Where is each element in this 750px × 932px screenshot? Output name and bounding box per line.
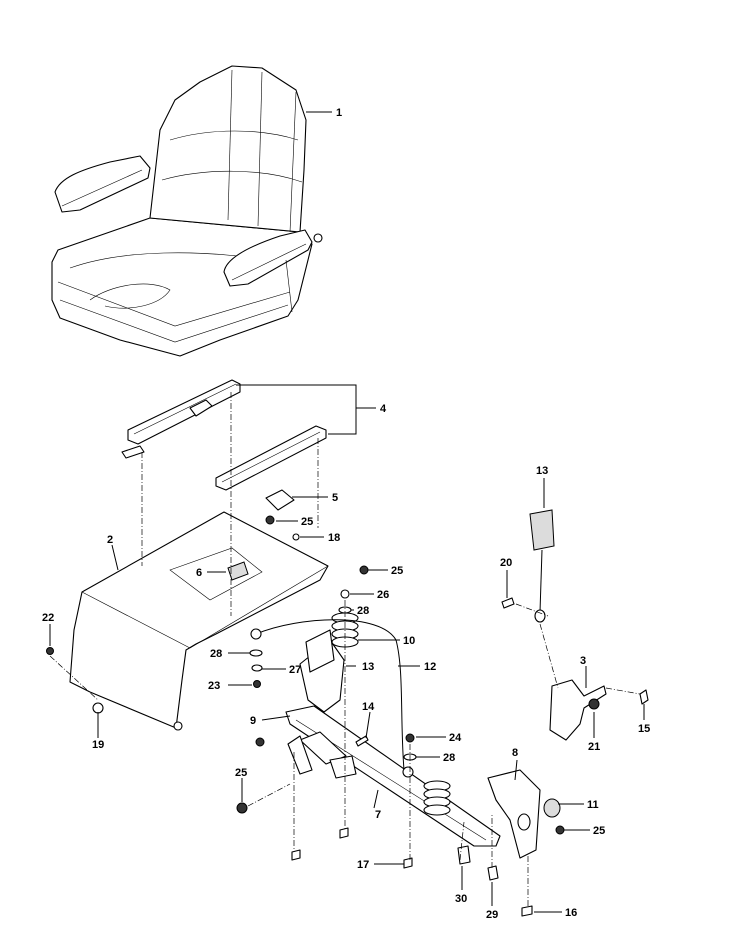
part-14-bolt <box>355 735 369 747</box>
leader-lines <box>49 111 645 913</box>
callout-5: 5 <box>332 492 338 504</box>
callout-28-top: 28 <box>357 605 369 617</box>
callout-labels: 1 2 3 4 5 6 7 8 9 10 11 12 13 13 14 15 1… <box>42 107 650 921</box>
callout-16: 16 <box>565 907 577 919</box>
callout-20: 20 <box>500 557 512 569</box>
spring-lower <box>423 780 451 816</box>
part-5-bracket <box>265 489 295 511</box>
part-24-nut <box>405 733 415 743</box>
callout-29: 29 <box>486 909 498 921</box>
callout-9: 9 <box>250 715 256 727</box>
callout-26: 26 <box>377 589 389 601</box>
callout-18: 18 <box>328 532 340 544</box>
bolt-lower-mid <box>339 827 349 839</box>
callout-2: 2 <box>107 534 113 546</box>
bolt-lower-left <box>291 849 301 861</box>
part-15-bolt <box>639 689 649 705</box>
callout-27: 27 <box>289 664 301 676</box>
part-25-nut-right <box>555 825 565 835</box>
callout-17: 17 <box>357 859 369 871</box>
part-19-knob <box>92 702 104 714</box>
callout-21: 21 <box>588 741 600 753</box>
part-25-nut-left <box>236 802 248 814</box>
callout-25-pan: 25 <box>391 565 403 577</box>
callout-22: 22 <box>42 612 54 624</box>
callout-8: 8 <box>512 747 518 759</box>
part-30-clip <box>457 845 471 865</box>
seat-assembly <box>51 65 323 357</box>
callout-10: 10 <box>403 635 415 647</box>
part-20-bolt <box>501 597 515 609</box>
part-27-washer <box>251 664 263 672</box>
part-3-bracket <box>549 679 607 741</box>
callout-19: 19 <box>92 739 104 751</box>
callout-13-belt: 13 <box>536 465 548 477</box>
callout-25-top: 25 <box>301 516 313 528</box>
callout-6: 6 <box>196 567 202 579</box>
callout-15: 15 <box>638 723 650 735</box>
seat-pan <box>69 511 329 731</box>
lower-frame <box>285 629 501 847</box>
callout-13-plate: 13 <box>362 661 374 673</box>
part-13-seatbelt <box>529 509 555 623</box>
callout-4: 4 <box>380 403 387 415</box>
callout-14: 14 <box>362 701 375 713</box>
seat-slide-rails <box>121 379 327 491</box>
callout-30: 30 <box>455 893 467 905</box>
part-26-bolt <box>340 589 350 599</box>
callout-28-right: 28 <box>443 752 455 764</box>
part-25-nut-bar <box>255 737 265 747</box>
cable-end-bottom <box>402 766 414 778</box>
callout-3: 3 <box>580 655 586 667</box>
callout-7: 7 <box>375 809 381 821</box>
part-8-bracket <box>487 769 561 859</box>
part-25-nut-pan <box>359 565 369 575</box>
callout-23: 23 <box>208 680 220 692</box>
callout-1: 1 <box>336 107 342 119</box>
callout-28-left: 28 <box>210 648 222 660</box>
part-18-screw <box>292 533 300 541</box>
part-17-bolt <box>403 857 413 869</box>
part-25-nut-top <box>265 515 275 525</box>
alignment-lines <box>49 392 641 906</box>
part-28-washer-b <box>249 649 263 657</box>
part-16-bolt <box>521 905 533 917</box>
callout-24: 24 <box>449 732 462 744</box>
part-29-clip <box>487 865 499 881</box>
callout-25-left: 25 <box>235 767 247 779</box>
part-23-nut <box>253 680 261 688</box>
callout-11: 11 <box>587 799 599 811</box>
part-22-bolt <box>46 647 54 655</box>
callout-12: 12 <box>424 661 436 673</box>
cable-end-top <box>250 628 262 640</box>
callout-25-right: 25 <box>593 825 605 837</box>
